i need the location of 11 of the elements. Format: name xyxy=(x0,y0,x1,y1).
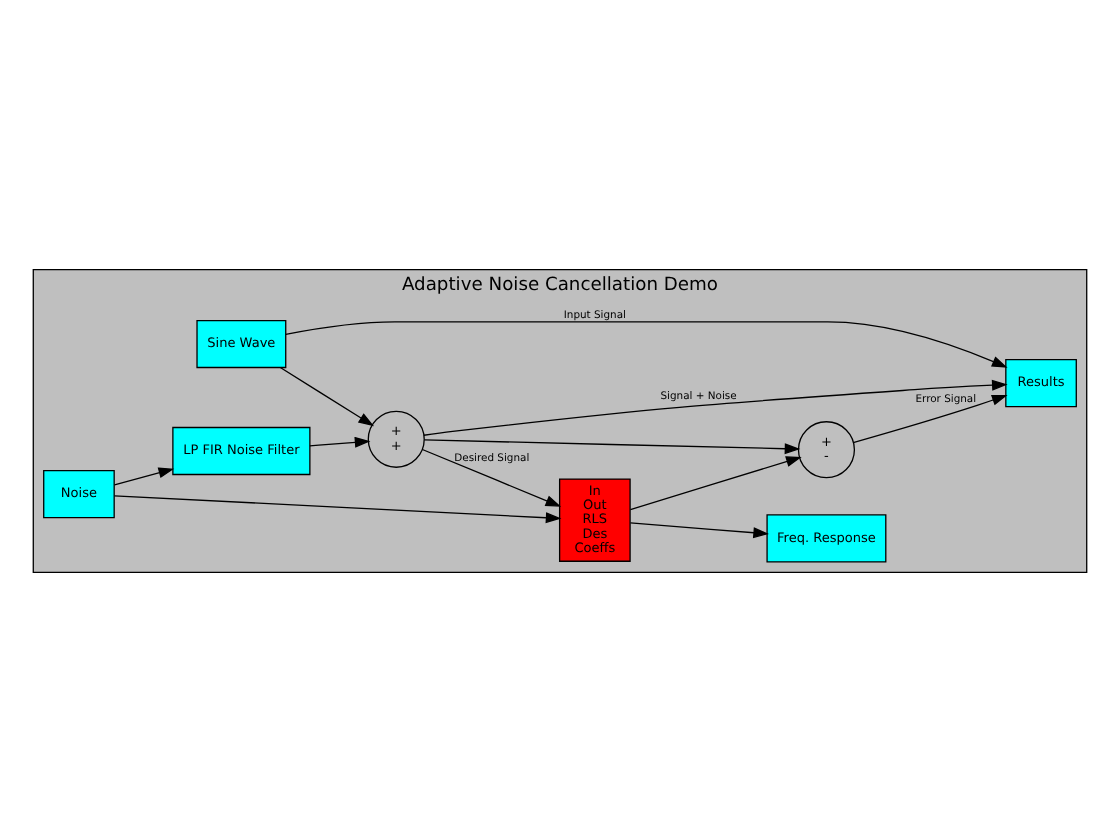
arrow xyxy=(423,438,801,454)
arrow xyxy=(629,521,769,538)
arrow xyxy=(279,365,375,426)
arrow xyxy=(423,378,1008,435)
arrow xyxy=(629,455,802,510)
arrow xyxy=(852,393,1008,443)
arrow xyxy=(421,447,562,506)
arrow xyxy=(113,466,175,485)
arrow xyxy=(285,320,1008,367)
arrow xyxy=(113,494,562,523)
arrow xyxy=(309,435,371,447)
